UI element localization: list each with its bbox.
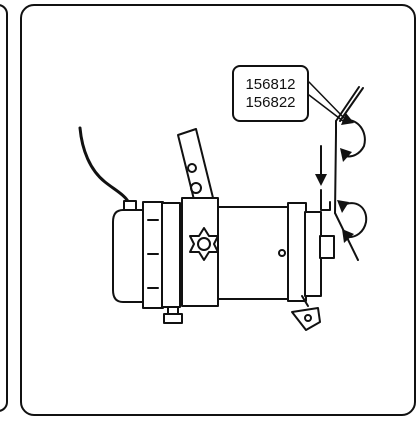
power-cable — [78, 126, 131, 205]
front-lens-ring — [304, 211, 322, 297]
shutter-handle — [291, 295, 321, 331]
yoke-lock-knob — [189, 227, 219, 261]
callout-leader — [308, 81, 346, 120]
yoke-hole — [187, 163, 197, 173]
yoke-hole — [190, 182, 202, 194]
part-number: 156822 — [245, 93, 296, 111]
rotate-arrow-lower — [337, 200, 368, 243]
rear-flange-inner — [161, 202, 181, 308]
bracket-clip — [320, 189, 331, 211]
callout-leader — [308, 94, 344, 122]
gel-frame-slot — [319, 235, 335, 259]
body-screw — [278, 249, 286, 257]
accessory-bracket — [334, 86, 364, 261]
bottom-knob — [163, 313, 183, 324]
diagram-panel-frame — [20, 4, 416, 416]
part-number-callout: 156812 156822 — [232, 65, 309, 122]
rear-lamp-housing — [112, 209, 148, 303]
rotate-arrow-upper — [340, 113, 366, 162]
front-flange — [287, 202, 307, 302]
insert-arrow — [315, 145, 327, 186]
part-number: 156812 — [245, 75, 296, 93]
